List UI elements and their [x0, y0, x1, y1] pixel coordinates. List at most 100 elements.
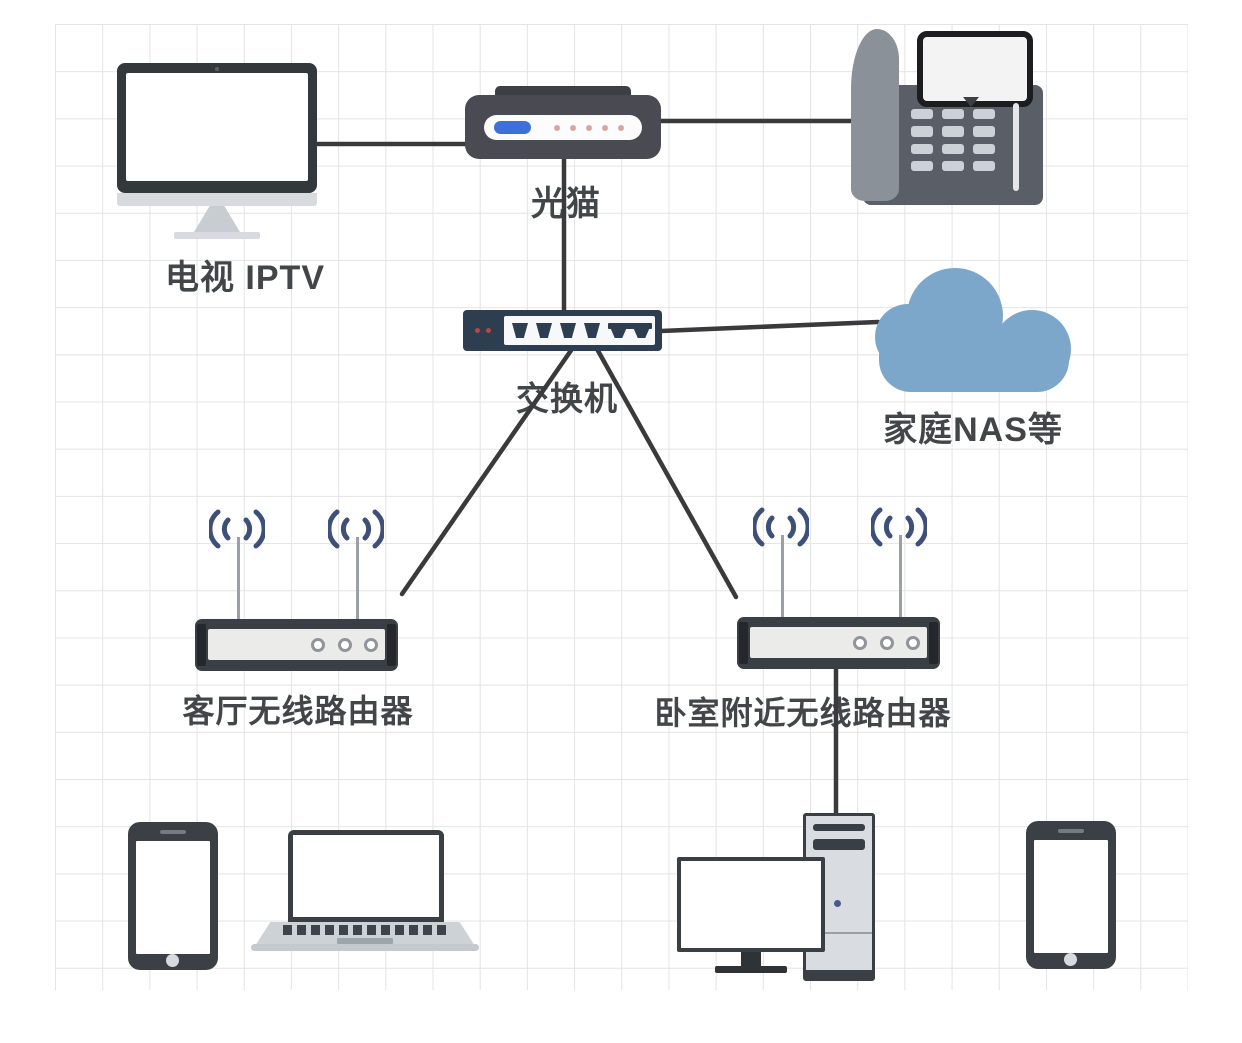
ethernet-port-icon — [536, 323, 552, 338]
wifi-signal-icon — [871, 507, 927, 547]
desk-phone-icon — [845, 25, 1043, 205]
phone-handset — [851, 29, 899, 201]
tv-label: 电视 IPTV — [164, 259, 326, 297]
phone-notch — [963, 97, 979, 107]
router-living-label: 客厅无线路由器 — [182, 693, 414, 729]
phone-screen — [136, 841, 210, 954]
pc-monitor-stand — [715, 966, 787, 973]
tower-bottom-strip — [806, 970, 872, 978]
led-dot — [570, 124, 576, 131]
router-end-cap — [387, 624, 396, 666]
modem-indicator — [494, 121, 531, 134]
laptop-keyboard-deck — [255, 922, 475, 946]
router-led-ring — [906, 636, 920, 650]
led-dot — [618, 124, 624, 131]
port-tab — [610, 327, 627, 338]
router-led-ring — [853, 636, 867, 650]
switch-port-panel — [504, 316, 655, 345]
keypad-key — [911, 160, 933, 171]
keypad-key — [942, 109, 964, 120]
keypad-key — [973, 109, 995, 120]
smartphone-icon — [128, 822, 218, 970]
router-bedroom-label: 卧室附近无线路由器 — [654, 695, 952, 731]
phone-paper — [917, 31, 1033, 107]
tv-camera-dot — [215, 67, 219, 71]
pc-monitor-neck — [741, 952, 761, 968]
phone-screen — [1034, 840, 1108, 953]
laptop-screen — [293, 835, 439, 917]
phone-speaker — [160, 830, 186, 834]
keypad-key — [973, 160, 995, 171]
laptop-icon — [251, 830, 479, 954]
cloud-base — [879, 324, 1069, 392]
router-living-room-icon — [195, 537, 398, 671]
phone-home-button — [166, 954, 179, 967]
port-tab — [633, 327, 650, 338]
tv-screen — [126, 73, 308, 181]
router-front-panel — [208, 629, 385, 660]
keypad-key — [942, 143, 964, 154]
tower-drive-slot — [813, 824, 865, 831]
led-dot — [554, 124, 560, 131]
keypad-key — [911, 109, 933, 120]
keypad-key — [973, 126, 995, 137]
tv-base — [174, 232, 260, 239]
laptop-bezel — [288, 830, 444, 922]
wifi-signal-icon — [209, 509, 265, 549]
router-led-ring — [880, 636, 894, 650]
tower-drive-slot — [813, 839, 865, 850]
router-antenna — [899, 535, 902, 617]
tv-stand — [194, 206, 240, 232]
phone-home-button — [1064, 953, 1077, 966]
ethernet-port-icon — [584, 323, 600, 338]
modem-body — [465, 95, 661, 159]
led-dot — [602, 124, 608, 131]
ethernet-port-icon — [560, 323, 576, 338]
laptop-trackpad — [337, 938, 393, 944]
modem-label: 光猫 — [531, 185, 601, 223]
switch-label: 交换机 — [516, 380, 618, 417]
led-dot — [586, 124, 592, 131]
router-led-ring — [364, 638, 378, 652]
router-end-cap — [197, 624, 206, 666]
desktop-pc-icon — [677, 813, 879, 983]
tv-chin — [117, 193, 317, 206]
switch-led — [486, 328, 491, 333]
port-bar — [608, 323, 652, 329]
nas-cloud-icon — [875, 268, 1073, 392]
laptop-keys — [283, 925, 447, 935]
pc-monitor — [677, 857, 825, 952]
router-antenna — [781, 535, 784, 617]
tv-bezel — [117, 63, 317, 193]
laptop-base — [251, 944, 479, 951]
smartphone-icon — [1026, 821, 1116, 969]
keypad-key — [942, 126, 964, 137]
phone-speaker-stripe — [1013, 103, 1019, 191]
router-antenna — [237, 537, 240, 619]
modem-front-panel — [484, 115, 642, 140]
keypad-key — [911, 143, 933, 154]
tower-power-button — [834, 900, 841, 907]
keypad-key — [973, 143, 995, 154]
router-led-ring — [311, 638, 325, 652]
nas-cloud-label: 家庭NAS等 — [883, 411, 1063, 449]
modem-led-dots — [554, 124, 624, 131]
tv-monitor-icon — [117, 63, 317, 239]
wifi-signal-icon — [753, 507, 809, 547]
phone-speaker — [1058, 829, 1084, 833]
router-end-cap — [929, 622, 938, 664]
wifi-signal-icon — [328, 509, 384, 549]
network-switch-icon — [463, 310, 662, 351]
keypad-key — [911, 126, 933, 137]
ethernet-port-icon — [512, 323, 528, 338]
router-antenna — [356, 537, 359, 619]
uplink-ports-icon — [608, 323, 652, 338]
phone-keypad — [911, 109, 995, 171]
optical-modem-icon — [465, 86, 661, 160]
switch-led — [475, 328, 480, 333]
keypad-key — [942, 160, 964, 171]
tower-divider — [806, 932, 872, 934]
router-end-cap — [739, 622, 748, 664]
router-bedroom-icon — [737, 535, 940, 669]
